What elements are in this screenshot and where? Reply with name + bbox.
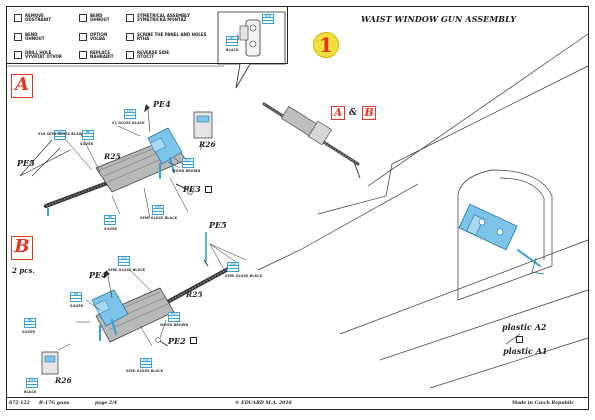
legend-scribe: SCRIBE THE PANEL AND HOLES RÝHA — [126, 32, 207, 42]
bend-icon — [79, 14, 87, 22]
scribe-icon — [126, 33, 134, 41]
legend-remove: REMOVE ODSTRANIT — [14, 13, 51, 23]
legend-bend: BEND OHNOUT — [79, 13, 109, 23]
plastic-a1-label: plastic A1 — [503, 346, 548, 356]
page-title: WAIST WINDOW GUN ASSEMBLY — [361, 14, 517, 24]
plastic-a2-label: plastic A2 — [502, 322, 547, 332]
part-label-pe4-a: PE4 — [153, 99, 171, 109]
paint-chip-c92-b3: C92 — [140, 358, 152, 368]
part-label-r25-b: R25 — [186, 290, 203, 299]
paint-chip-callout-2: H2 — [226, 36, 238, 46]
variant-b-small-marker: B — [362, 106, 376, 120]
paint-chip-c92-b2: C92 — [227, 262, 239, 272]
fuselage-outline — [257, 33, 589, 389]
paint-wood-brown-b: WOOD BROWN — [160, 323, 189, 327]
paint-semi-gloss-black-a: SEMI GLOSS BLACK — [140, 216, 178, 220]
part-label-pe4-b: PE4 — [89, 270, 107, 280]
page-frame — [6, 6, 589, 398]
part-label-pe2: PE2 — [168, 336, 186, 346]
paint-chip-c92-a2: C92 — [152, 205, 164, 215]
bend-alt-icon — [14, 33, 22, 41]
bend-ref-icon-b — [190, 337, 197, 344]
remove-icon — [14, 14, 22, 22]
paint-semi-gloss-black-b2: SEMI GLOSS BLACK — [225, 274, 263, 278]
paint-wood-brown-a: WOOD BROWN — [172, 169, 201, 173]
legend-symmetrical: SYMETRICAL ASSEMBLY SYMETRICKÁ MONTÁŽ — [126, 13, 190, 23]
paint-chip-callout: H12 — [262, 14, 274, 24]
paint-chip-h8-a2: H8 — [104, 215, 116, 225]
footer-code: 672 122 — [9, 401, 30, 406]
variant-b-quantity: 2 pcs. — [12, 266, 35, 275]
legend-replace: REPLACE NAHRADIT — [79, 50, 114, 60]
legend-option: OPTION VOLBA — [79, 32, 107, 42]
paint-chip-c33-a: C33 — [124, 109, 136, 119]
detail-callout-bubble — [217, 11, 286, 89]
plastic-mount-assembly — [458, 203, 545, 275]
paint-black-b: BLACK — [24, 390, 37, 394]
variant-a-marker: A — [11, 74, 33, 98]
legend-drill: DRILL HOLE VYVRTAT OTVOR — [14, 50, 62, 60]
footer-page: page 2/4 — [95, 401, 117, 406]
footer-made-in: Made in Czech Republic — [512, 401, 575, 406]
part-label-r26-a: R26 — [199, 140, 216, 149]
symmetry-icon — [126, 14, 134, 22]
paint-silver-a2: SILVER — [104, 227, 118, 231]
page-footer: 672 122 B-17G guns page 2/4 © EDUARD M.A… — [6, 398, 589, 410]
paint-chip-c33-b: C33 — [26, 378, 38, 388]
reverse-icon — [126, 51, 134, 59]
part-label-pe5-b: PE5 — [209, 220, 227, 230]
paint-semi-gloss-black-b3: SEMI GLOSS BLACK — [126, 369, 164, 373]
legend-bend-2: BEND OHNOUT — [14, 32, 44, 42]
paint-silver-b2: SILVER — [22, 330, 36, 334]
drill-icon — [14, 51, 22, 59]
assembled-gun-top — [262, 102, 361, 179]
plastic-ref-icon — [516, 336, 523, 343]
part-label-r26-b: R26 — [55, 376, 72, 385]
symbol-legend: REMOVE ODSTRANIT BEND OHNOUT SYMETRICAL … — [7, 7, 288, 64]
footer-product: B-17G guns — [39, 401, 70, 406]
footer-copyright: © EDUARD M.A. 2016 — [235, 401, 292, 406]
callout-gun-mount — [236, 19, 261, 57]
part-label-pe5-a: PE5 — [17, 158, 35, 168]
paint-chip-h8-b: H8 — [70, 292, 82, 302]
paint-chip-h37-a: H37 — [182, 158, 194, 168]
variant-b-marker: B — [11, 236, 33, 260]
paint-silver-a: SILVER — [80, 142, 94, 146]
bend-ref-icon — [205, 186, 212, 193]
paint-chip-h8-b2: H8 — [24, 318, 36, 328]
paint-semi-gloss-black-b: SEMI GLOSS BLACK — [108, 268, 146, 272]
part-label-r25-a: R25 — [104, 152, 121, 161]
paint-x1-gloss-black-a: X1 GLOSS BLACK — [112, 121, 145, 125]
paint-silver-b: SILVER — [70, 304, 84, 308]
paint-x18-semi-gloss-black-a: X18 SEMI GLOSS BLACK — [38, 132, 84, 136]
paint-chip-c92-a: C92 — [54, 130, 66, 140]
variant-amp: & — [349, 108, 358, 118]
paint-chip-h37-b: H37 — [168, 312, 180, 322]
paint-chip-c92-b: C92 — [118, 256, 130, 266]
paint-chip-h8-a: H8 — [82, 130, 94, 140]
paint-black-callout: BLACK — [226, 48, 239, 52]
variant-a-small-marker: A — [331, 106, 345, 120]
step-number-badge: 1 — [313, 32, 339, 58]
variant-a-gun — [19, 104, 213, 219]
option-icon — [79, 33, 87, 41]
legend-reverse: REVERSE SIDE OTOČIT — [126, 50, 169, 60]
replace-icon — [79, 51, 87, 59]
variant-b-gun — [41, 232, 247, 375]
part-label-pe3: PE3 — [183, 184, 201, 194]
plastic-a2-leader — [505, 333, 521, 345]
